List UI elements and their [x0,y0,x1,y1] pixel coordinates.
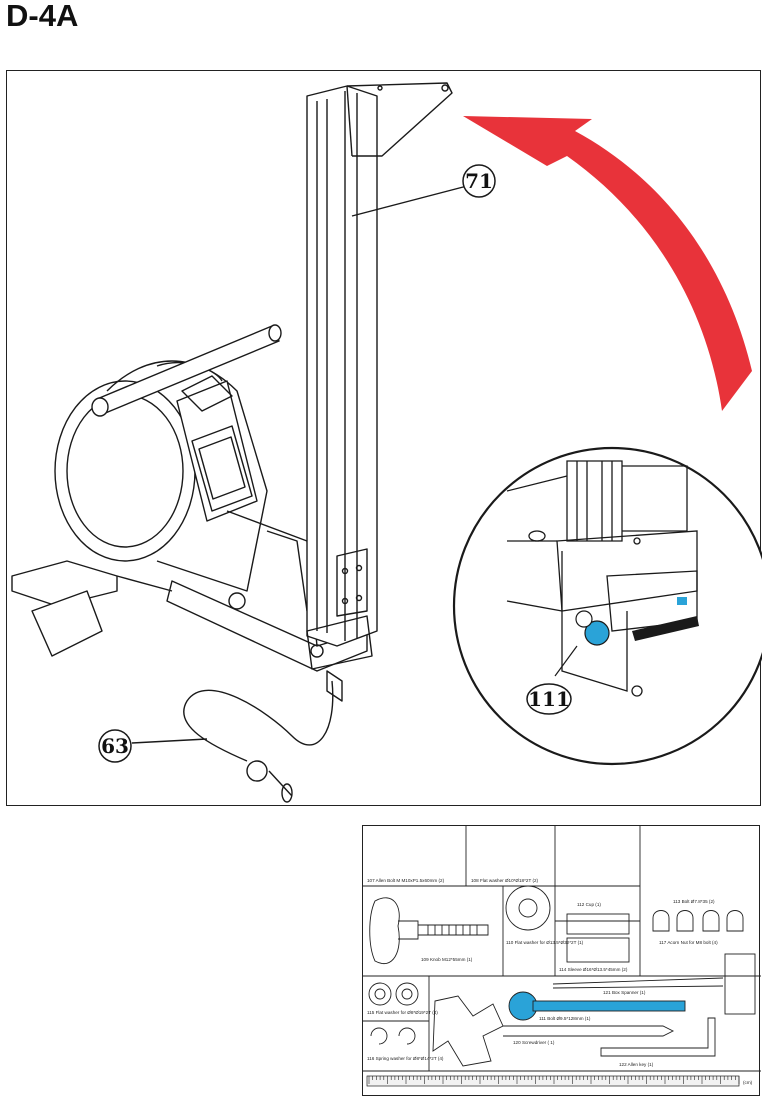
svg-text:113 Bolt Ø7.8*35 (2): 113 Bolt Ø7.8*35 (2) [673,899,715,904]
svg-text:111: 111 [528,687,570,711]
callout-111: 111 [526,683,572,715]
svg-text:(cm): (cm) [743,1080,753,1085]
callout-71: 71 [462,164,496,198]
assembly-illustration: 71 111 63 [11,82,762,803]
svg-text:63: 63 [101,734,129,758]
svg-text:110 Flat washer for Ø13.5*Ø32: 110 Flat washer for Ø13.5*Ø32*2T (1) [506,940,584,945]
detail-inset [452,446,762,766]
svg-text:117 Acorn Nut for M8 bolt: 117 Acorn Nut for M8 bolt (4) [659,940,718,945]
hardware-parts-panel: (cm) 107 Allen Bolt M M10xP1.5x60mm (2) … [362,825,761,1096]
assembly-diagram: 71 111 63 [6,70,762,806]
svg-text:111 Bolt Ø9.5*128mm (1): 111 Bolt Ø9.5*128mm (1) [539,1016,591,1021]
page-title: D-4A [6,0,79,33]
svg-text:71: 71 [465,169,493,193]
svg-text:107 Allen Bolt M M10xP1.5x60m: 107 Allen Bolt M M10xP1.5x60mm (2) [367,878,445,883]
svg-text:109 Knob M12*55mm (1): 109 Knob M12*55mm (1) [421,957,473,962]
svg-text:116 Spring washer for Ø8*Ø14*2: 116 Spring washer for Ø8*Ø14*2T (4) [367,1056,444,1061]
hardware-parts-illustration: (cm) 107 Allen Bolt M M10xP1.5x60mm (2) … [363,826,761,1087]
svg-text:122 Allen key (1): 122 Allen key (1) [619,1062,654,1067]
svg-text:114 Sleeve Ø16*Ø13.5*45mm (2: 114 Sleeve Ø16*Ø13.5*45mm (2) [559,967,628,972]
svg-text:112 Cup (1): 112 Cup (1) [577,902,601,907]
svg-text:115 Flat washer for Ø8*Ø19*2: 115 Flat washer for Ø8*Ø19*2T (4) [367,1010,438,1015]
rotation-arrow [463,116,752,411]
callout-63: 63 [98,729,132,763]
svg-text:108 Flat washer Ø10*Ø18*2T: 108 Flat washer Ø10*Ø18*2T (2) [471,878,539,883]
svg-text:121 Box Spanner (1): 121 Box Spanner (1) [603,990,646,995]
svg-text:120 Screwdriver ( 1): 120 Screwdriver ( 1) [513,1040,555,1045]
